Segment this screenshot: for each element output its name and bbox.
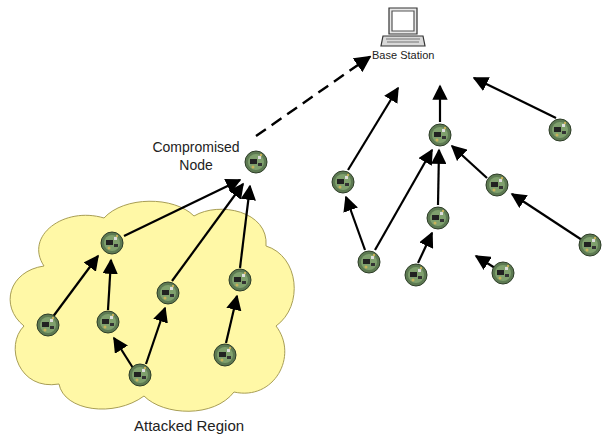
- dashed-connector: [256, 57, 370, 136]
- base-station: Base Station: [372, 6, 434, 61]
- cloud-outline: [4, 196, 302, 414]
- region-cloud: Attacked Region: [4, 196, 302, 414]
- region-label: Attacked Region: [134, 417, 244, 434]
- cloud-shape: [10, 201, 294, 411]
- sensor-icon: [244, 150, 268, 174]
- laptop-part: [389, 8, 417, 34]
- sensor-node: Compromised Node: [150, 138, 268, 174]
- node-label: Compromised Node: [150, 138, 242, 174]
- laptop-part: [386, 39, 420, 42]
- sensor-mote: [245, 151, 267, 173]
- station-label: Base Station: [372, 49, 434, 61]
- laptop-part: [392, 11, 414, 31]
- laptop-icon: [380, 6, 426, 48]
- laptop-part: [381, 36, 425, 46]
